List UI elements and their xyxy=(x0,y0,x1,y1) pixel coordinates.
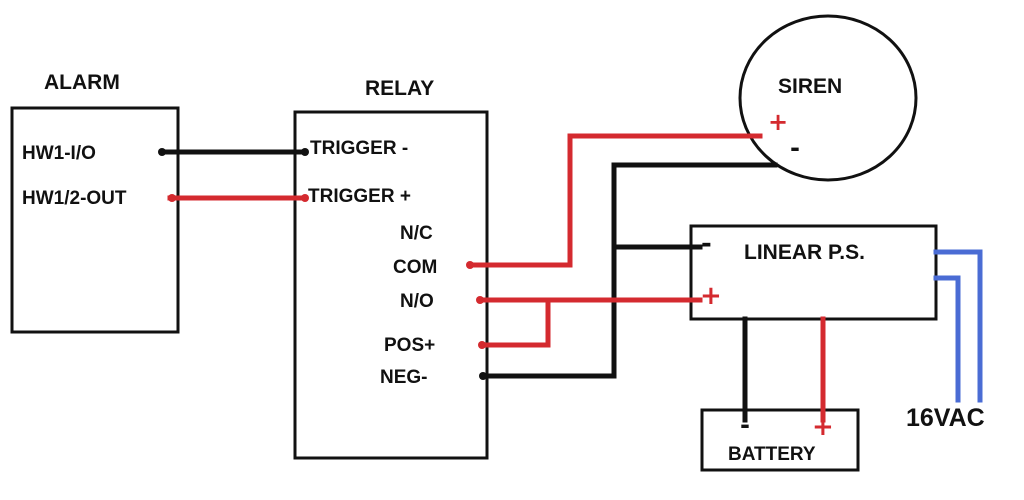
battery-box xyxy=(700,408,860,472)
relay-terminal-trigger-minus: TRIGGER - xyxy=(310,138,409,159)
wire-neg-to-siren xyxy=(480,162,778,379)
siren-circle xyxy=(738,14,918,182)
wire-ac-1 xyxy=(933,249,983,403)
relay-terminal-pos: POS+ xyxy=(384,335,436,356)
wire-ac-2 xyxy=(933,275,961,403)
relay-terminal-no: N/O xyxy=(400,291,434,312)
relay-terminal-com: COM xyxy=(393,257,438,278)
relay-terminal-neg: NEG- xyxy=(380,367,428,388)
alarm-title: ALARM xyxy=(44,71,120,94)
terminal-dots xyxy=(158,148,487,380)
ac-wires xyxy=(933,249,983,403)
power-supply-box xyxy=(689,224,938,321)
battery-label: BATTERY xyxy=(728,444,816,465)
power-supply-minus-sign: - xyxy=(701,229,712,259)
relay-box xyxy=(293,110,489,460)
dot-com xyxy=(466,261,474,269)
wire-com-to-siren xyxy=(467,133,763,268)
negative-wires xyxy=(159,149,778,423)
siren-label: SIREN xyxy=(778,75,843,98)
relay-title: RELAY xyxy=(365,77,435,100)
dot-no xyxy=(476,296,484,304)
dot-pos xyxy=(478,341,486,349)
power-supply-label: LINEAR P.S. xyxy=(744,241,865,264)
alarm-terminal-hw1-io: HW1-I/O xyxy=(22,143,96,164)
alarm-box xyxy=(10,106,180,334)
battery-minus-sign: - xyxy=(740,411,750,439)
alarm-terminal-hw12-out: HW1/2-OUT xyxy=(22,188,127,209)
relay-terminal-trigger-plus: TRIGGER + xyxy=(308,186,411,207)
dot-trigger-minus xyxy=(301,148,309,156)
dot-hw12-out xyxy=(168,194,176,202)
siren-plus-sign: + xyxy=(768,108,789,136)
dot-neg xyxy=(479,372,487,380)
component-outlines xyxy=(10,14,938,472)
ac-input-label: 16VAC xyxy=(906,404,985,432)
power-supply-plus-sign: + xyxy=(700,281,722,311)
siren-minus-sign: - xyxy=(790,134,800,162)
relay-terminal-nc: N/C xyxy=(400,223,433,244)
positive-wires xyxy=(167,133,826,423)
dot-hw1-io xyxy=(158,148,166,156)
battery-plus-sign: + xyxy=(812,412,834,442)
dot-trigger-plus xyxy=(301,194,309,202)
wire-pos-jumper xyxy=(479,297,551,348)
